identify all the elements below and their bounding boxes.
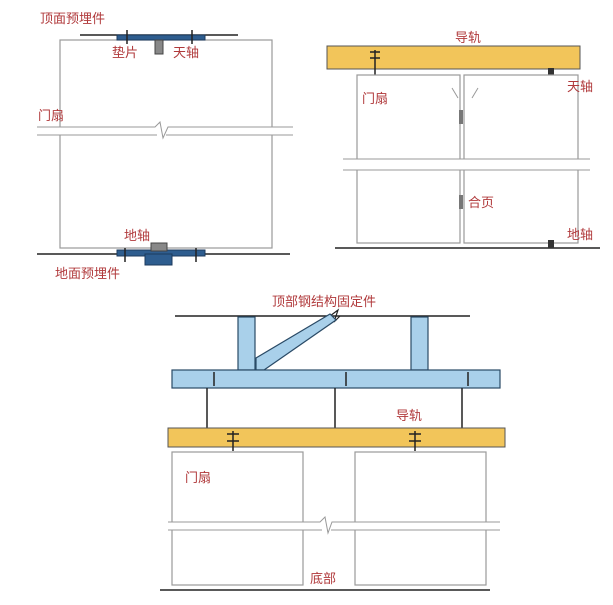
hinge-label: 合页 (468, 196, 494, 211)
floor-embedded-label: 地面预埋件 (55, 267, 120, 282)
steel-structure-diagram: 顶部钢结构固定件 导轨 门扇 底部 (160, 295, 506, 591)
door-leaf-label: 门扇 (362, 91, 388, 107)
hinge (459, 110, 463, 124)
break-gap (165, 522, 505, 530)
pivot-door-diagram: 顶面预埋件 垫片 天轴 门扇 地轴 地面预埋件 (35, 12, 293, 282)
fold-marks (451, 87, 479, 99)
rail-door-diagram: 导轨 门扇 天轴 合页 地轴 (326, 31, 602, 249)
break-lines (343, 158, 590, 171)
guide-rail (326, 45, 581, 70)
top-embedded-label: 顶面预埋件 (40, 12, 105, 27)
top-pivot (154, 39, 164, 55)
rail-label: 导轨 (396, 409, 422, 424)
floor-pivot (150, 242, 168, 252)
door-leaf-label: 门扇 (185, 470, 211, 486)
door-leaf-label: 门扇 (38, 108, 64, 124)
rail-roller (227, 431, 239, 451)
break-mark (329, 308, 341, 323)
steel-column (237, 316, 256, 371)
beam-joints (213, 372, 469, 386)
door-leaf-right (354, 451, 487, 586)
shim-label: 垫片 (112, 45, 138, 61)
floor-pivot (548, 240, 554, 248)
rail-label: 导轨 (455, 31, 481, 46)
break-gap (340, 159, 602, 170)
floor-pivot-label: 地轴 (567, 228, 593, 243)
top-pivot (548, 68, 554, 76)
steel-column (410, 316, 429, 371)
guide-rail (167, 427, 506, 448)
top-pivot-label: 天轴 (173, 46, 199, 61)
steel-beam (171, 369, 501, 389)
steel-brace (255, 313, 337, 371)
door-leaf (59, 39, 273, 249)
break-lines (37, 120, 293, 140)
door-leaf-left (171, 451, 304, 586)
floor-pivot-box (144, 253, 173, 266)
rail-roller (370, 50, 380, 75)
hanger-rods (206, 388, 463, 428)
bottom-label: 底部 (310, 571, 336, 587)
steel-fixing-label: 顶部钢结构固定件 (272, 295, 376, 310)
top-pivot-label: 天轴 (567, 80, 593, 95)
hinge (459, 195, 463, 209)
rail-roller (409, 431, 421, 451)
break-lines (168, 515, 500, 535)
floor-pivot-label: 地轴 (124, 229, 150, 244)
break-gap (35, 127, 293, 135)
